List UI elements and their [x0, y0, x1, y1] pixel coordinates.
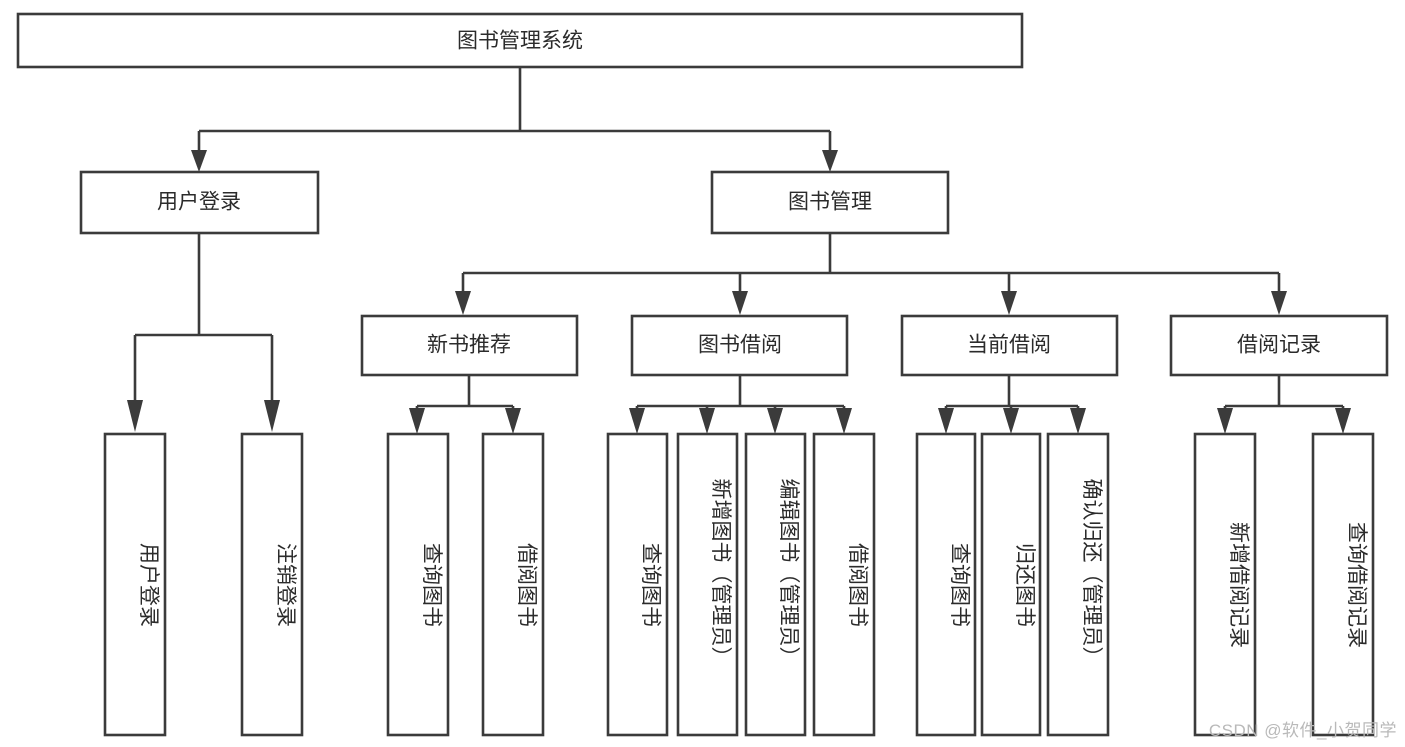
leaf-label-newbooks-borrow: 借阅图书	[515, 543, 538, 627]
node-root-box[interactable]	[16, 12, 1024, 69]
leaf-nodes-layer	[103, 432, 1375, 737]
node-current-borrow[interactable]: 当前借阅	[900, 314, 1119, 377]
leaf-label-borrow-add: 新增图书（管理员）	[709, 479, 732, 668]
leaf-box-logout[interactable]	[240, 432, 304, 737]
leaf-label-newbooks-query: 查询图书	[420, 543, 443, 627]
leaf-label-current-return: 归还图书	[1013, 543, 1036, 627]
node-new-book-recommend-label: 新书推荐	[427, 334, 511, 357]
leaf-box-records-query[interactable]	[1311, 432, 1375, 737]
leaf-labels-layer: 用户登录 注销登录 查询图书 借阅图书 查询图书 新增图书（管理员） 编辑图书（…	[137, 479, 1368, 668]
arrowhead-leaf-borrow-borrow	[836, 408, 852, 434]
arrowhead-leaf-newbooks-query	[409, 408, 425, 434]
arrowhead-bookmgmt	[822, 150, 838, 172]
node-book-borrow-label: 图书借阅	[698, 334, 782, 357]
leaf-label-records-query: 查询借阅记录	[1345, 522, 1368, 648]
arrowhead-newbooks	[455, 291, 471, 315]
node-book-borrow-box[interactable]	[630, 314, 849, 377]
leaf-label-current-query: 查询图书	[948, 543, 971, 627]
leaf-label-logout: 注销登录	[274, 543, 297, 627]
connectors-layer	[127, 67, 1351, 434]
arrowhead-leaf-borrow-query	[629, 408, 645, 434]
leaf-box-newbooks-query[interactable]	[386, 432, 450, 737]
leaf-box-borrow-borrow[interactable]	[812, 432, 876, 737]
arrowhead-current	[1001, 291, 1017, 315]
leaf-box-current-return[interactable]	[980, 432, 1042, 737]
arrowhead-leaf-records-add	[1217, 408, 1233, 434]
node-root-book-management-system[interactable]: 图书管理系统	[16, 12, 1024, 69]
node-book-management-label: 图书管理	[788, 191, 872, 214]
node-new-book-recommend-box[interactable]	[360, 314, 579, 377]
leaf-label-current-confirm: 确认归还（管理员）	[1080, 479, 1103, 668]
node-book-management[interactable]: 图书管理	[710, 170, 950, 235]
node-new-book-recommend[interactable]: 新书推荐	[360, 314, 579, 377]
node-book-borrow[interactable]: 图书借阅	[630, 314, 849, 377]
arrowhead-leaf-current-return	[1003, 408, 1019, 434]
arrowhead-leaf-logout	[264, 400, 280, 432]
leaf-label-user-login: 用户登录	[137, 543, 160, 627]
leaf-box-borrow-add[interactable]	[676, 432, 739, 737]
leaf-box-current-query[interactable]	[915, 432, 977, 737]
node-user-login[interactable]: 用户登录	[79, 170, 320, 235]
node-borrow-records-box[interactable]	[1169, 314, 1389, 377]
arrowhead-borrow	[732, 291, 748, 315]
node-user-login-label: 用户登录	[157, 191, 241, 214]
leaf-box-records-add[interactable]	[1193, 432, 1257, 737]
leaf-box-newbooks-borrow[interactable]	[481, 432, 545, 737]
node-borrow-records-label: 借阅记录	[1237, 334, 1321, 357]
node-book-management-box[interactable]	[710, 170, 950, 235]
leaf-box-current-confirm[interactable]	[1046, 432, 1110, 737]
arrowhead-leaf-current-confirm	[1070, 408, 1086, 434]
arrowhead-records	[1271, 291, 1287, 315]
arrowhead-leaf-borrow-edit	[767, 408, 783, 434]
arrowhead-leaf-borrow-add	[699, 408, 715, 434]
leaf-label-borrow-edit: 编辑图书（管理员）	[777, 479, 800, 668]
arrowhead-userlogin	[191, 150, 207, 172]
leaf-box-borrow-edit[interactable]	[744, 432, 807, 737]
node-current-borrow-box[interactable]	[900, 314, 1119, 377]
leaf-label-records-add: 新增借阅记录	[1227, 522, 1250, 648]
node-current-borrow-label: 当前借阅	[967, 334, 1051, 357]
leaf-label-borrow-query: 查询图书	[639, 543, 662, 627]
arrowhead-leaf-records-query	[1335, 408, 1351, 434]
node-user-login-box[interactable]	[79, 170, 320, 235]
arrowhead-leaf-newbooks-borrow	[505, 408, 521, 434]
node-borrow-records[interactable]: 借阅记录	[1169, 314, 1389, 377]
leaf-box-borrow-query[interactable]	[606, 432, 669, 737]
arrowhead-leaf-user-login	[127, 400, 143, 432]
arrowhead-leaf-current-query	[938, 408, 954, 434]
leaf-label-borrow-borrow: 借阅图书	[846, 543, 869, 627]
node-root-label: 图书管理系统	[457, 30, 583, 53]
leaf-box-user-login[interactable]	[103, 432, 167, 737]
